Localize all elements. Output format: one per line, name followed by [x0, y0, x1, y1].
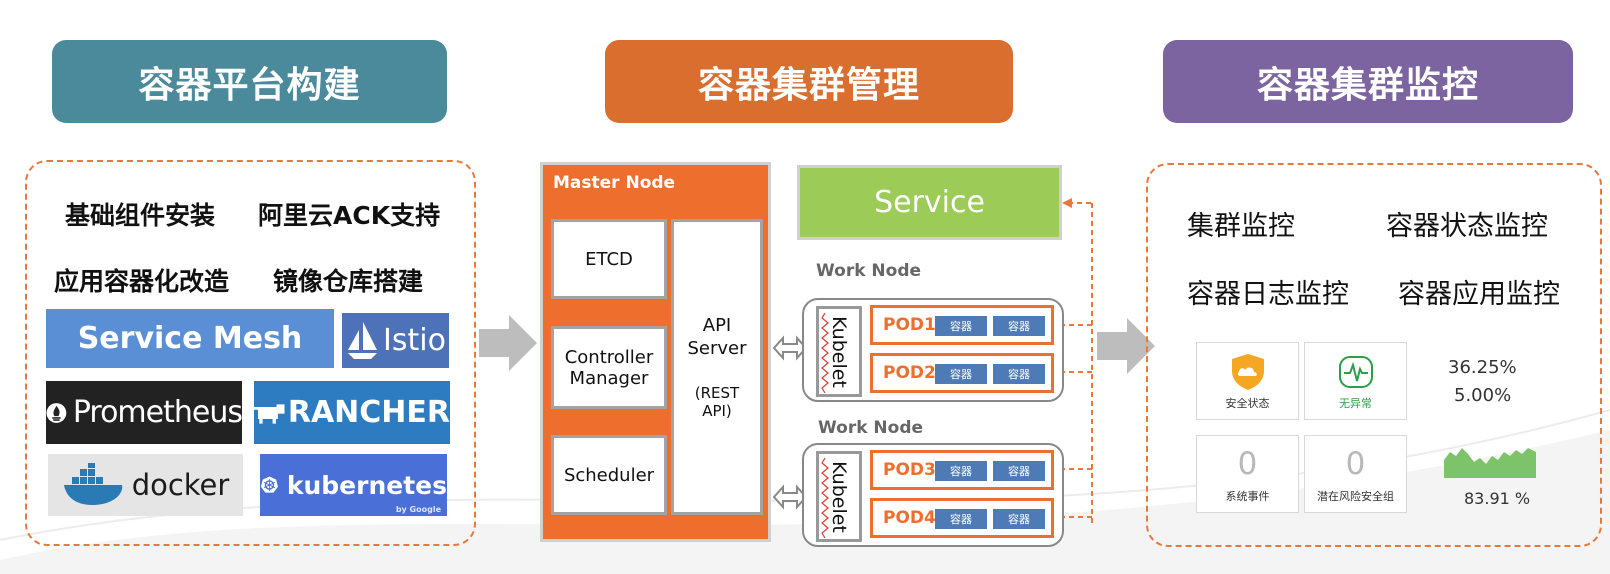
container-chip: 容器	[935, 316, 987, 336]
pod-box: POD2 容器 容器	[870, 353, 1054, 393]
pod-label: POD4	[883, 508, 936, 528]
build-panel	[25, 160, 476, 546]
kubernetes-logo: kubernetes by Google	[260, 454, 447, 516]
container-chip: 容器	[935, 509, 987, 529]
work-node: Kubelet POD3 容器 容器 POD4 容器 容器	[802, 443, 1064, 547]
container-chip: 容器	[935, 364, 987, 384]
container-chip: 容器	[993, 364, 1045, 384]
kubelet-wave-icon	[821, 313, 829, 393]
security-status-card: 安全状态	[1196, 342, 1299, 420]
monitor-item-container-status: 容器状态监控	[1386, 211, 1548, 242]
monitor-item-cluster: 集群监控	[1187, 211, 1295, 242]
work-node: Kubelet POD1 容器 容器 POD2 容器 容器	[802, 298, 1064, 402]
istio-sail-icon	[348, 321, 378, 359]
risk-groups-count: 0	[1345, 446, 1366, 482]
pod-box: POD3 容器 容器	[870, 450, 1054, 490]
stat-value: 83.91 %	[1464, 489, 1531, 508]
prometheus-text: Prometheus	[72, 395, 242, 430]
kubelet-label: Kubelet	[828, 460, 850, 533]
kubernetes-helm-icon	[260, 476, 278, 493]
header-cluster-management: 容器集群管理	[605, 40, 1013, 123]
scheduler-box: Scheduler	[551, 435, 667, 515]
controller-manager-box: Controller Manager	[551, 326, 667, 409]
istio-text: Istio	[383, 323, 446, 358]
api-server-title: API Server	[687, 315, 747, 359]
master-node-title: Master Node	[553, 173, 676, 193]
container-chip: 容器	[993, 316, 1045, 336]
feature-aliyun-ack: 阿里云ACK支持	[258, 201, 441, 230]
prometheus-logo: Prometheus	[46, 381, 242, 444]
docker-text: docker	[131, 468, 230, 502]
pod-label: POD3	[883, 460, 936, 480]
kubernetes-text: kubernetes	[286, 470, 447, 500]
kubelet-box: Kubelet	[816, 306, 862, 397]
area-sparkline-icon	[1444, 448, 1536, 478]
feature-app-containerization: 应用容器化改造	[54, 267, 230, 296]
pod-box: POD1 容器 容器	[870, 305, 1054, 345]
risk-groups-label: 潜在风险安全组	[1317, 490, 1394, 503]
kubelet-box: Kubelet	[816, 451, 862, 542]
container-chip: 容器	[993, 461, 1045, 481]
etcd-box: ETCD	[551, 219, 667, 299]
security-status-label: 安全状态	[1225, 397, 1270, 410]
pod-box: POD4 容器 容器	[870, 498, 1054, 538]
monitor-panel	[1146, 163, 1602, 547]
work-node-label: Work Node	[816, 261, 922, 281]
pod-label: POD1	[883, 315, 936, 335]
health-label: 无异常	[1339, 397, 1372, 410]
work-node-label: Work Node	[818, 418, 924, 438]
stat-value: 36.25%	[1448, 357, 1517, 378]
service-box: Service	[797, 165, 1062, 240]
istio-logo: Istio	[342, 313, 449, 368]
rancher-bull-icon	[254, 403, 285, 424]
docker-whale-icon	[63, 463, 122, 505]
api-server-box: API Server (REST API)	[671, 219, 763, 515]
heartbeat-icon	[1339, 356, 1373, 388]
pod-label: POD2	[883, 363, 936, 383]
feature-base-components: 基础组件安装	[65, 201, 216, 230]
health-card: 无异常	[1304, 342, 1407, 420]
system-events-count: 0	[1237, 446, 1258, 482]
stat-value: 5.00%	[1454, 385, 1512, 406]
api-server-subtitle: (REST API)	[694, 384, 740, 420]
flow-arrow-right	[1097, 318, 1155, 374]
monitor-item-container-apps: 容器应用监控	[1398, 279, 1560, 310]
system-events-label: 系统事件	[1225, 490, 1270, 503]
rancher-text: RANCHER	[287, 395, 450, 430]
container-chip: 容器	[993, 509, 1045, 529]
monitor-item-container-logs: 容器日志监控	[1187, 279, 1349, 310]
risk-groups-card: 0 潜在风险安全组	[1304, 435, 1407, 513]
header-platform-build: 容器平台构建	[52, 40, 447, 123]
container-chip: 容器	[935, 461, 987, 481]
shield-cloud-icon	[1232, 354, 1264, 390]
kubelet-label: Kubelet	[828, 315, 850, 388]
docker-logo: docker	[48, 454, 243, 516]
pod-service-connectors	[1060, 198, 1093, 525]
system-events-card: 0 系统事件	[1196, 435, 1299, 513]
master-node: Master Node ETCD Controller Manager Sche…	[540, 162, 771, 542]
service-mesh-logo: Service Mesh	[46, 309, 334, 368]
header-cluster-monitoring: 容器集群监控	[1163, 40, 1573, 123]
feature-image-registry: 镜像仓库搭建	[273, 267, 424, 296]
kubernetes-byline: by Google	[395, 505, 441, 514]
service-mesh-text: Service Mesh	[77, 321, 303, 356]
prometheus-flame-icon	[46, 402, 67, 423]
kubelet-wave-icon	[821, 458, 829, 538]
flow-arrow-left	[479, 315, 537, 371]
rancher-logo: RANCHER	[254, 381, 450, 444]
